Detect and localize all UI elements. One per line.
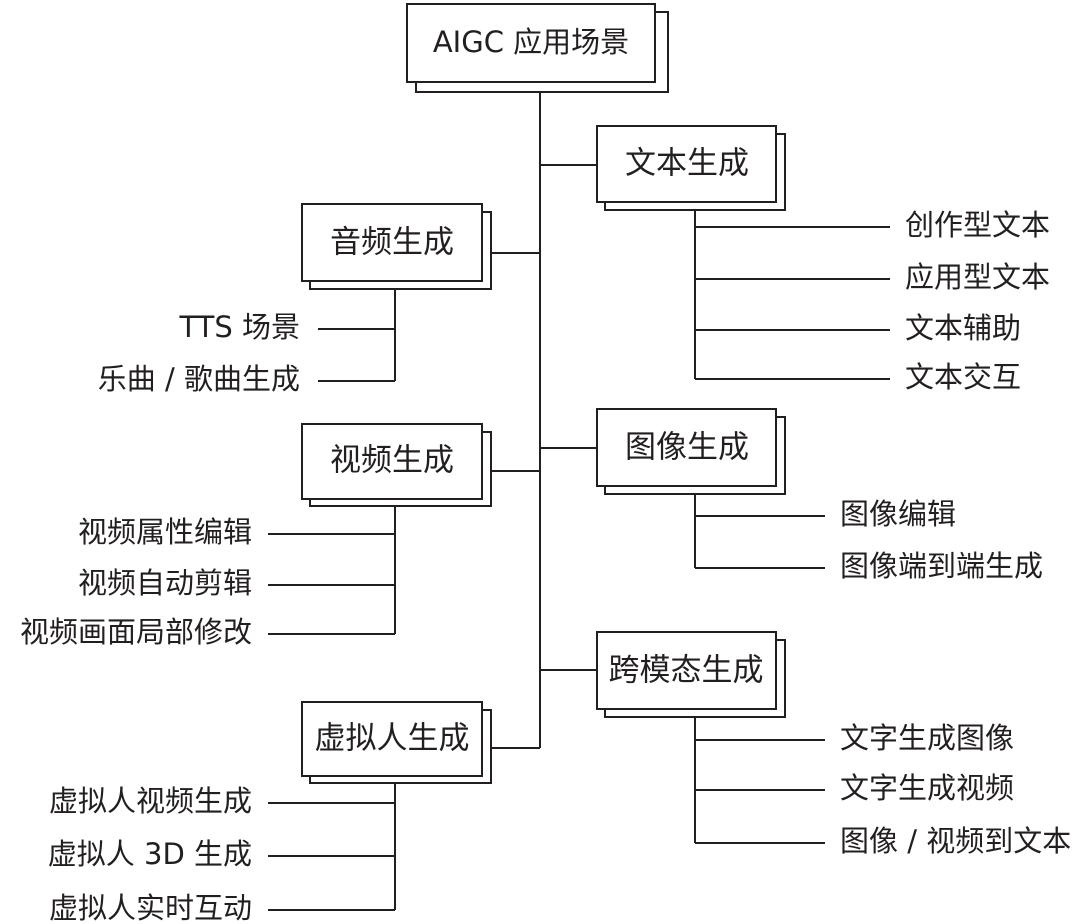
video-item-auto-edit: 视频自动剪辑 bbox=[78, 566, 252, 600]
crossmodal-generation-label: 跨模态生成 bbox=[609, 653, 764, 689]
category-audio-generation: 音频生成 bbox=[301, 203, 492, 290]
text-item-interaction: 文本交互 bbox=[905, 360, 1021, 394]
video-item-attribute-edit: 视频属性编辑 bbox=[78, 515, 252, 549]
category-video-generation: 视频生成 bbox=[301, 423, 492, 507]
video-item-local-modify: 视频画面局部修改 bbox=[20, 615, 252, 649]
crossmodal-generation-items: 文字生成图像 文字生成视频 图像 / 视频到文本 bbox=[840, 721, 1071, 858]
root-node: AIGC 应用场景 bbox=[406, 3, 669, 93]
category-crossmodal-generation: 跨模态生成 bbox=[596, 631, 786, 718]
image-item-end-to-end: 图像端到端生成 bbox=[840, 549, 1043, 583]
audio-item-music: 乐曲 / 歌曲生成 bbox=[98, 362, 300, 396]
crossmodal-generation-box bbox=[596, 631, 777, 710]
audio-item-tts: TTS 场景 bbox=[178, 310, 300, 344]
image-item-edit: 图像编辑 bbox=[840, 497, 956, 531]
video-generation-items: 视频属性编辑 视频自动剪辑 视频画面局部修改 bbox=[20, 515, 252, 649]
text-generation-label: 文本生成 bbox=[625, 146, 749, 182]
avatar-item-realtime: 虚拟人实时互动 bbox=[49, 891, 252, 924]
image-generation-items: 图像编辑 图像端到端生成 bbox=[840, 497, 1043, 583]
text-generation-items: 创作型文本 应用型文本 文本辅助 文本交互 bbox=[905, 208, 1050, 394]
root-title: AIGC 应用场景 bbox=[433, 25, 629, 59]
connector-lines bbox=[268, 90, 890, 911]
avatar-generation-items: 虚拟人视频生成 虚拟人 3D 生成 虚拟人实时互动 bbox=[48, 784, 252, 924]
audio-generation-items: TTS 场景 乐曲 / 歌曲生成 bbox=[98, 310, 300, 396]
video-generation-box bbox=[301, 423, 483, 500]
category-image-generation: 图像生成 bbox=[596, 408, 786, 495]
video-generation-label: 视频生成 bbox=[330, 443, 454, 479]
root-box bbox=[406, 3, 656, 83]
crossmodal-item-text-to-video: 文字生成视频 bbox=[840, 771, 1014, 805]
avatar-item-video: 虚拟人视频生成 bbox=[49, 784, 252, 818]
avatar-item-3d: 虚拟人 3D 生成 bbox=[48, 837, 252, 871]
category-avatar-generation: 虚拟人生成 bbox=[301, 701, 492, 784]
crossmodal-item-text-to-image: 文字生成图像 bbox=[840, 721, 1014, 755]
category-text-generation: 文本生成 bbox=[596, 125, 786, 211]
text-item-assist: 文本辅助 bbox=[905, 311, 1021, 345]
avatar-generation-box bbox=[301, 701, 483, 777]
image-generation-label: 图像生成 bbox=[625, 430, 749, 466]
text-generation-box bbox=[596, 125, 777, 203]
text-item-applied: 应用型文本 bbox=[905, 260, 1050, 294]
crossmodal-item-media-to-text: 图像 / 视频到文本 bbox=[840, 824, 1071, 858]
avatar-generation-label: 虚拟人生成 bbox=[315, 721, 470, 757]
audio-generation-label: 音频生成 bbox=[330, 225, 454, 261]
audio-generation-box bbox=[301, 203, 483, 282]
image-generation-box bbox=[596, 408, 777, 487]
text-item-creative: 创作型文本 bbox=[905, 208, 1050, 242]
